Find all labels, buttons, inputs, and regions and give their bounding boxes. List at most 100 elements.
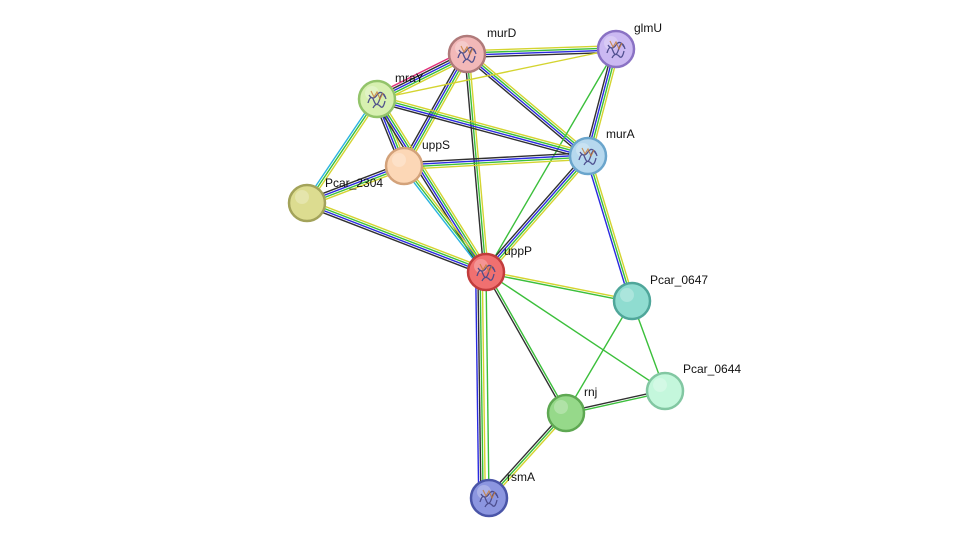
edge-uppP-rsmA[interactable]	[475, 272, 487, 499]
node-label: mraY	[395, 71, 424, 85]
node-label: Pcar_0644	[683, 362, 741, 376]
node-label: rnj	[584, 385, 597, 399]
edge-murD-glmU[interactable]	[466, 45, 617, 58]
edge-uppS-uppP[interactable]	[401, 164, 489, 274]
node-label: murD	[487, 26, 517, 40]
edge-murA-uppP[interactable]	[482, 153, 592, 275]
edge-line	[467, 51, 617, 58]
protein-structure-icon	[460, 45, 474, 56]
node-circle[interactable]	[596, 29, 636, 69]
node-label: uppP	[504, 244, 532, 258]
node-Pcar_0644[interactable]: Pcar_0644	[645, 362, 741, 411]
edge-line	[376, 99, 588, 158]
edge-line	[477, 272, 482, 499]
nodes-layer: murD glmU mraY murA uppS Pcar_2304 uppP Pcar_06…	[287, 21, 741, 518]
node-highlight	[554, 400, 568, 414]
node-label: Pcar_0647	[650, 273, 708, 287]
edge-line	[376, 48, 617, 100]
edge-line	[306, 203, 486, 274]
edge-uppP-rnj[interactable]	[484, 271, 568, 414]
node-circle[interactable]	[645, 371, 685, 411]
node-circle[interactable]	[287, 183, 327, 223]
edge-line	[466, 47, 616, 54]
edge-line	[485, 272, 632, 303]
edge-line	[304, 97, 376, 203]
edge-line	[306, 98, 378, 204]
edge-glmU-uppP[interactable]	[485, 48, 617, 273]
node-highlight	[295, 190, 309, 204]
edge-line	[484, 154, 588, 272]
node-highlight	[392, 153, 406, 167]
edge-line	[585, 156, 631, 302]
node-Pcar_2304[interactable]: Pcar_2304	[287, 176, 383, 223]
edge-Pcar_2304-uppP[interactable]	[305, 199, 488, 276]
edge-line	[307, 199, 488, 270]
protein-structure-icon	[370, 90, 384, 101]
edge-line	[486, 156, 590, 274]
node-circle[interactable]	[612, 281, 652, 321]
node-mraY[interactable]: mraY	[357, 71, 424, 119]
node-circle[interactable]	[357, 79, 397, 119]
edge-line	[484, 272, 566, 414]
protein-structure-icon	[609, 40, 623, 51]
node-uppS[interactable]: uppS	[384, 138, 450, 186]
edge-line	[377, 97, 589, 156]
edge-murD-murA[interactable]	[464, 50, 591, 160]
edge-line	[375, 101, 588, 160]
node-circle[interactable]	[384, 146, 424, 186]
node-circle[interactable]	[568, 136, 608, 176]
node-highlight	[620, 288, 634, 302]
node-murA[interactable]: murA	[568, 127, 635, 176]
edge-line	[403, 154, 588, 166]
node-circle[interactable]	[447, 34, 487, 74]
edge-line	[404, 158, 589, 170]
edge-line	[475, 272, 480, 499]
edge-line	[467, 52, 590, 156]
edge-line	[401, 166, 485, 274]
edge-line	[467, 49, 617, 56]
edge-Pcar_0647-rnj[interactable]	[565, 300, 633, 414]
edge-line	[485, 271, 490, 499]
edge-murA-Pcar_0647[interactable]	[585, 155, 635, 302]
edge-line	[402, 53, 467, 166]
node-circle[interactable]	[466, 252, 506, 292]
edge-line	[466, 45, 616, 52]
edge-uppP-Pcar_0644[interactable]	[485, 271, 666, 392]
node-circle[interactable]	[546, 393, 586, 433]
edge-line	[589, 155, 635, 301]
edge-mraY-murA[interactable]	[375, 95, 590, 160]
edge-line	[404, 156, 589, 168]
edge-line	[565, 300, 633, 414]
protein-structure-icon	[482, 489, 496, 500]
edge-uppP-Pcar_0647[interactable]	[485, 270, 633, 303]
edge-line	[487, 157, 592, 275]
edge-line	[485, 48, 617, 273]
edge-line	[377, 98, 488, 272]
node-label: uppS	[422, 138, 450, 152]
node-label: glmU	[634, 21, 662, 35]
node-glmU[interactable]: glmU	[596, 21, 662, 69]
protein-structure-icon	[479, 263, 493, 274]
node-uppP[interactable]: uppP	[466, 244, 532, 292]
edge-line	[308, 99, 380, 205]
edge-line	[465, 54, 588, 158]
node-label: Pcar_2304	[325, 176, 383, 190]
edge-line	[486, 270, 633, 301]
edge-murA-uppS[interactable]	[403, 152, 589, 170]
node-label: murA	[606, 127, 635, 141]
edge-line	[307, 201, 487, 272]
node-circle[interactable]	[469, 478, 509, 518]
edge-line	[403, 152, 588, 164]
node-label: rsmA	[507, 470, 535, 484]
node-rnj[interactable]: rnj	[546, 385, 597, 433]
node-rsmA[interactable]: rsmA	[469, 470, 535, 518]
edge-uppP-rsmA[interactable]	[485, 271, 490, 499]
edge-line	[404, 54, 469, 167]
edge-line	[305, 205, 486, 276]
edge-mraY-Pcar_2304[interactable]	[304, 97, 380, 205]
node-highlight	[653, 378, 667, 392]
edge-glmU-mraY[interactable]	[376, 48, 617, 100]
node-Pcar_0647[interactable]: Pcar_0647	[612, 273, 708, 321]
node-murD[interactable]: murD	[447, 26, 517, 74]
